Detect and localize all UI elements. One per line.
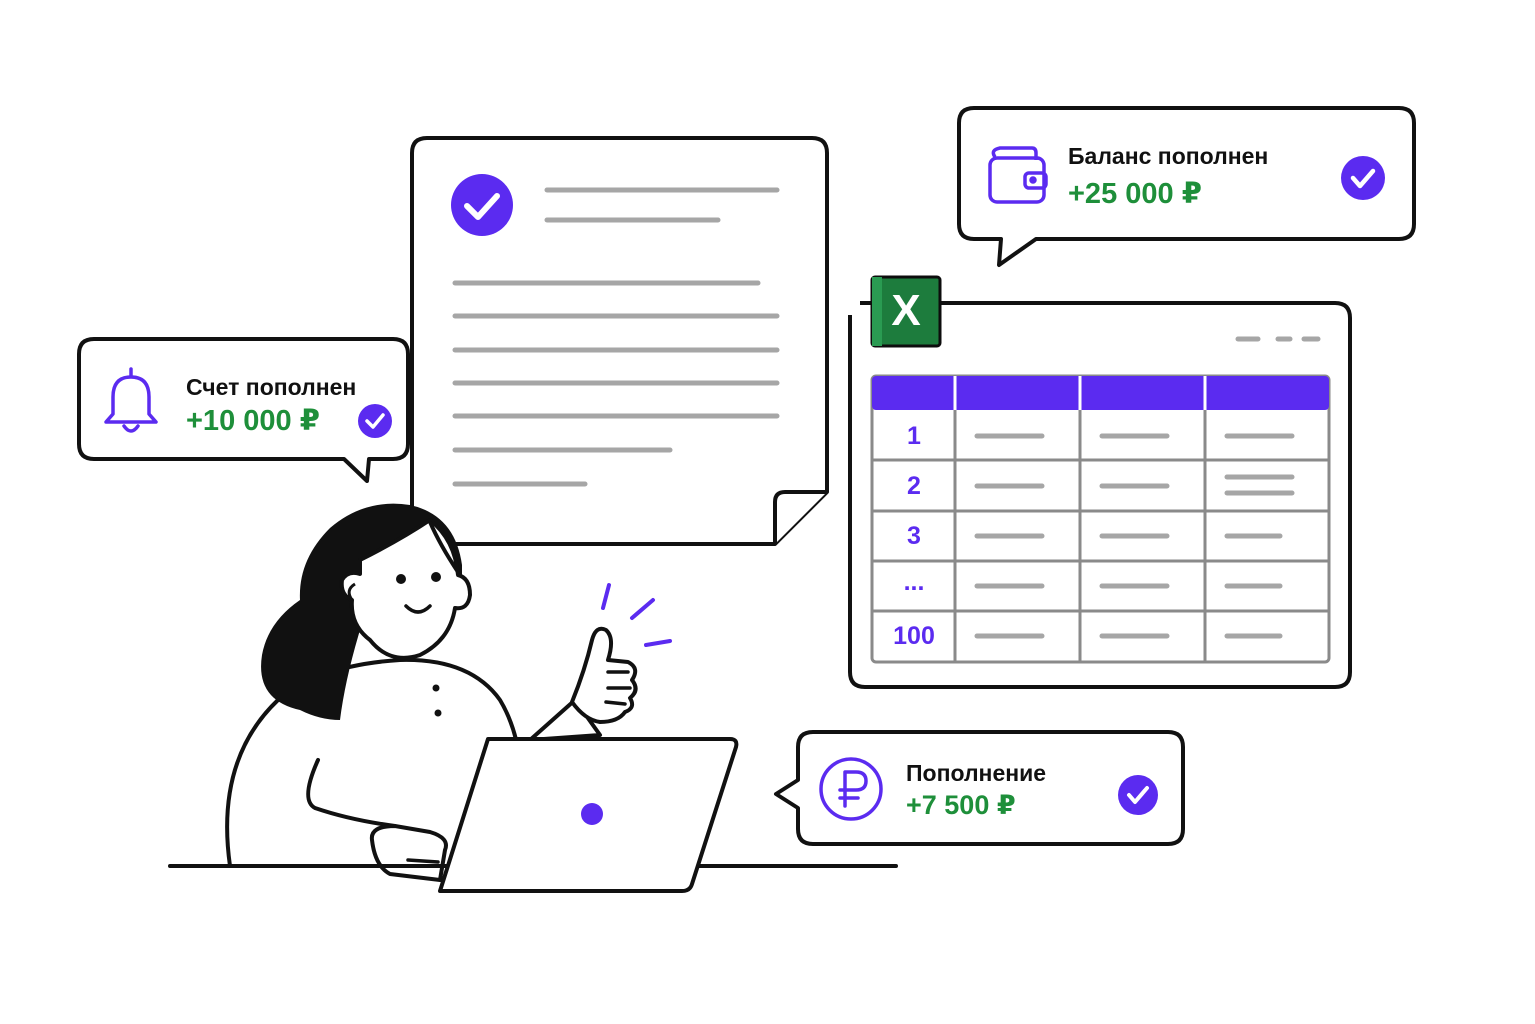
document-check-icon	[451, 174, 513, 236]
laptop-icon	[438, 737, 739, 893]
notification-amount: +25 000 ₽	[1068, 178, 1202, 210]
row-label: 3	[907, 522, 921, 550]
document-card	[410, 136, 829, 546]
topup-notification-text: Пополнение +7 500 ₽	[906, 759, 1046, 821]
balance-notification: Баланс пополнен +25 000 ₽	[980, 130, 1400, 240]
bell-icon	[104, 367, 158, 433]
bell-notification: Счет пополнен +10 000 ₽	[100, 365, 405, 461]
notification-title: Баланс пополнен	[1068, 143, 1269, 169]
notification-amount: +7 500 ₽	[906, 790, 1016, 820]
row-label: ...	[903, 568, 925, 596]
excel-icon	[870, 275, 942, 348]
spreadsheet-window	[848, 275, 1352, 689]
balance-notification-text: Баланс пополнен +25 000 ₽	[1068, 142, 1268, 212]
laptop-logo	[581, 803, 603, 825]
row-label: 1	[907, 422, 921, 450]
sparkle-lines	[601, 583, 672, 647]
row-label: 100	[893, 622, 935, 650]
bell-notification-bubble	[77, 337, 410, 483]
balance-check-icon	[1341, 156, 1385, 200]
row-label: 2	[907, 472, 921, 500]
bell-check-icon	[358, 404, 392, 438]
balance-notification-bubble	[957, 106, 1416, 267]
document-text-lines	[452, 187, 780, 487]
topup-notification: Пополнение +7 500 ₽	[800, 745, 1180, 841]
notification-title: Счет пополнен	[186, 374, 357, 400]
spreadsheet-table	[870, 374, 1331, 664]
woman-illustration	[225, 503, 672, 882]
topup-notification-bubble	[774, 730, 1185, 846]
bell-notification-text: Счет пополнен +10 000 ₽	[186, 373, 356, 439]
table-header	[872, 376, 1329, 410]
notification-title: Пополнение	[906, 760, 1047, 786]
excel-letter: X	[891, 286, 921, 335]
ruble-icon	[819, 757, 883, 821]
table-cell-lines	[974, 433, 1295, 639]
wallet-icon	[988, 146, 1048, 204]
topup-check-icon	[1118, 775, 1158, 815]
notification-amount: +10 000 ₽	[186, 405, 320, 437]
